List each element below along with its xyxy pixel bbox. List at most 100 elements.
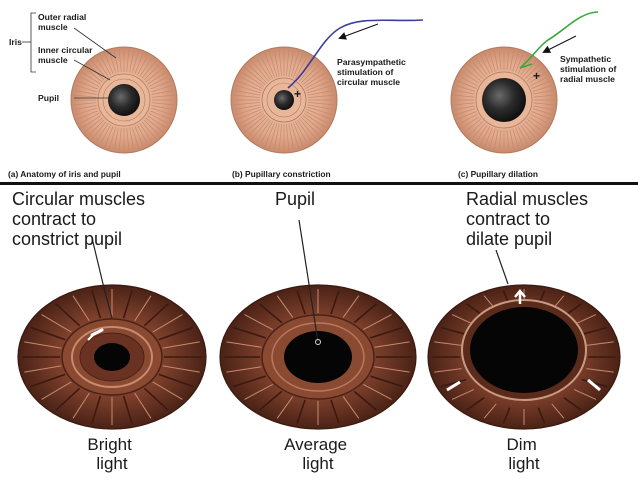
- iris-stripe: [143, 387, 169, 411]
- average-light-label: Average light: [284, 435, 352, 473]
- radial-line: [143, 63, 161, 81]
- radial-line: [453, 89, 475, 95]
- radial-line: [149, 110, 172, 120]
- radial-line: [458, 113, 478, 125]
- radial-line: [533, 105, 555, 111]
- iris-stripe: [296, 399, 306, 424]
- radial-line: [151, 105, 175, 111]
- radial-line: [235, 84, 262, 94]
- eye-anatomy: [70, 46, 178, 154]
- radial-line: [517, 126, 529, 146]
- radial-line: [471, 122, 486, 140]
- radial-line: [84, 67, 103, 83]
- radial-line: [305, 75, 330, 90]
- radial-line: [73, 102, 97, 106]
- radial-line: [241, 71, 265, 87]
- iris-stripe: [30, 373, 66, 388]
- radial-line: [302, 67, 324, 86]
- radial-line: [273, 49, 280, 77]
- radial-line: [493, 129, 499, 151]
- radial-line: [509, 49, 515, 71]
- radial-line: [141, 60, 157, 79]
- radial-muscle-lines: [233, 49, 335, 151]
- radial-line: [126, 127, 130, 151]
- radial-line: [118, 127, 122, 151]
- eye-dilation: [450, 46, 558, 154]
- top-panel: Iris Outer radial muscle Inner circular …: [8, 11, 616, 179]
- radial-line: [73, 89, 97, 95]
- iris-stripe: [573, 314, 597, 326]
- radial-line: [461, 116, 480, 129]
- radial-line: [87, 119, 105, 137]
- iris-stripe: [55, 387, 81, 411]
- radial-line: [81, 115, 101, 129]
- radial-line: [129, 49, 135, 73]
- radial-line: [488, 128, 496, 149]
- radial-line: [456, 111, 477, 120]
- radial-line: [307, 89, 335, 96]
- radial-line: [151, 89, 175, 95]
- radial-muscles-label: Radial muscles contract to dilate pupil: [466, 189, 593, 249]
- radial-line: [524, 120, 541, 137]
- radial-line: [241, 113, 265, 129]
- caption-b: (b) Pupillary constriction: [232, 169, 331, 179]
- bottom-panel: Circular muscles contract to constrict p…: [12, 189, 621, 473]
- radial-line: [290, 51, 300, 78]
- radial-line: [233, 89, 261, 96]
- iris-stripe: [276, 295, 294, 318]
- iris-stripe: [41, 381, 72, 400]
- radial-line: [78, 112, 100, 125]
- radial-line: [278, 123, 282, 151]
- radial-line: [75, 84, 98, 93]
- iris-stripe: [342, 295, 360, 318]
- radial-line: [531, 111, 552, 120]
- radial-line: [150, 84, 173, 93]
- radial-line: [131, 126, 140, 149]
- radial-line: [294, 121, 309, 146]
- iris-stripe: [30, 326, 66, 341]
- iris-stripe: [55, 303, 81, 327]
- plus-sign: +: [533, 69, 540, 83]
- iris-stripe: [258, 303, 283, 324]
- pupil: [470, 307, 578, 393]
- radial-line: [530, 75, 550, 87]
- radial-line: [298, 60, 317, 82]
- eye-dim-light: [427, 284, 621, 430]
- iris-stripe: [162, 341, 200, 349]
- iris-stripe: [451, 388, 475, 400]
- iris-stripe: [276, 396, 294, 419]
- radial-line: [509, 129, 515, 151]
- radial-line: [294, 54, 309, 79]
- eye-constriction: [230, 46, 338, 154]
- radial-line: [108, 51, 117, 74]
- radial-line: [145, 67, 164, 83]
- radial-line: [498, 129, 502, 151]
- arrow-icon: [338, 23, 379, 40]
- radial-line: [479, 54, 491, 74]
- radial-line: [526, 118, 544, 133]
- pupil: [94, 343, 130, 371]
- radial-line: [453, 105, 475, 111]
- radial-line: [520, 124, 533, 143]
- iris-stripe: [152, 381, 183, 400]
- radial-line: [126, 49, 130, 73]
- radial-line: [150, 107, 173, 116]
- iris-stripe: [586, 341, 614, 346]
- radial-line: [139, 123, 153, 143]
- iris-stripe: [363, 383, 392, 400]
- radial-line: [292, 52, 304, 78]
- iris-stripe: [581, 326, 608, 336]
- divider: [0, 182, 638, 185]
- radial-line: [108, 126, 117, 149]
- radial-line: [455, 108, 476, 116]
- radial-line: [236, 80, 262, 92]
- radial-line: [300, 63, 321, 84]
- radial-line: [236, 108, 262, 120]
- iris-stripe: [122, 395, 133, 424]
- radial-line: [99, 124, 112, 146]
- iris-stripe: [537, 407, 546, 424]
- iris-stripe: [24, 365, 62, 373]
- iris-stripe: [233, 375, 266, 388]
- iris-stripe: [91, 395, 102, 424]
